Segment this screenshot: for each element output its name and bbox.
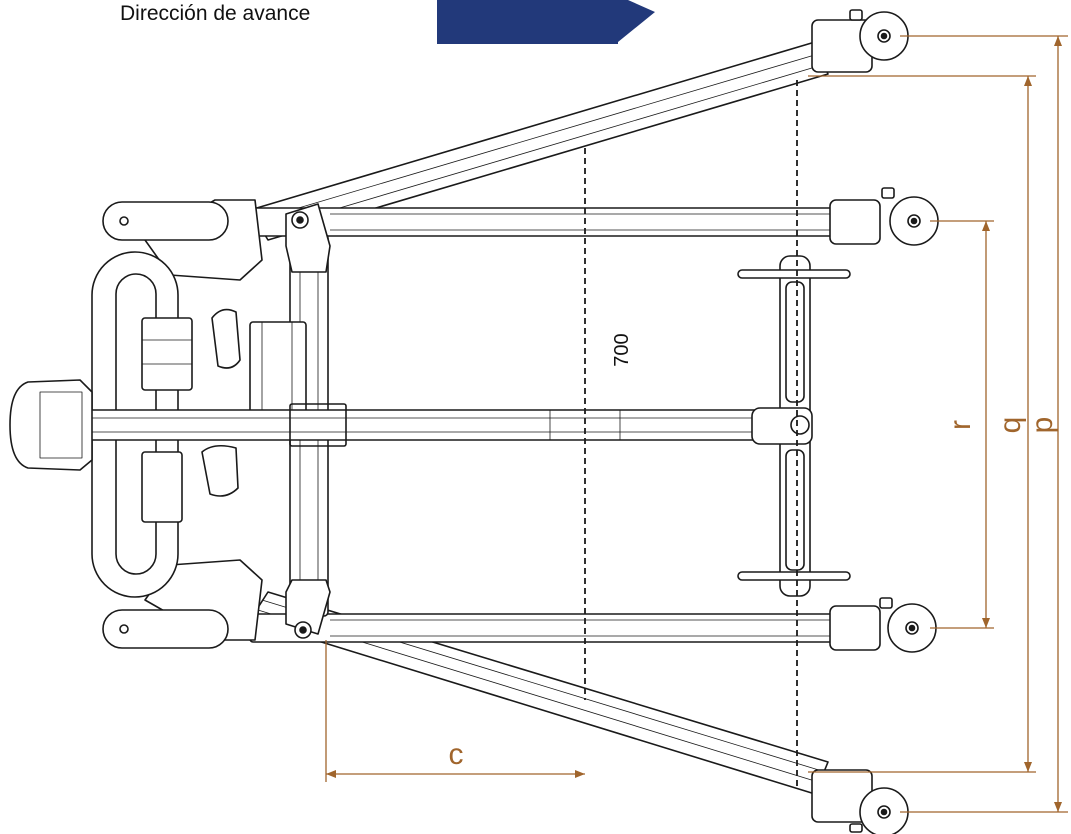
main-beam <box>29 403 807 447</box>
rear-grip <box>9 379 93 471</box>
top-corner-bracket <box>285 203 331 273</box>
bottom-parallel-rail <box>249 613 853 643</box>
top-rail-end-cap <box>829 199 881 245</box>
bottom-rail-end-cap <box>829 605 881 651</box>
mast-column <box>249 321 307 421</box>
label-c: c <box>449 738 464 771</box>
label-p: p <box>1026 417 1059 434</box>
lower-pedal <box>201 444 239 497</box>
bottom-corner-bracket <box>285 579 331 639</box>
handle-clamp-top <box>141 317 193 391</box>
caster-bottom-inner <box>879 597 937 653</box>
label-700: 700 <box>611 333 633 366</box>
label-q: q <box>994 417 1027 434</box>
label-r: r <box>944 420 977 430</box>
upper-pedal <box>211 308 241 369</box>
handle-clamp-bottom <box>141 451 183 523</box>
top-parallel-rail <box>249 207 853 237</box>
spreader-bar <box>737 255 851 597</box>
bottom-left-pad <box>102 609 229 649</box>
top-left-pad <box>102 201 229 241</box>
caster-top-inner <box>881 187 939 246</box>
direction-caption: Dirección de avance <box>120 2 311 25</box>
caster-top-outer <box>849 9 909 61</box>
direction-arrow <box>437 0 655 44</box>
